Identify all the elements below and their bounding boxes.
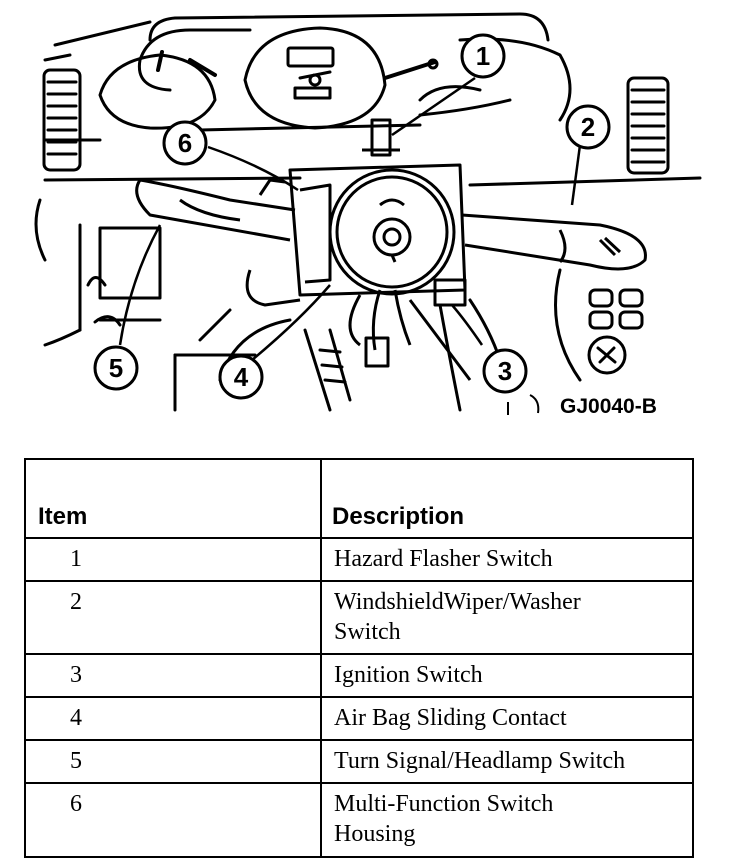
- table-row: 3 Ignition Switch: [24, 653, 694, 698]
- item-column-header: Item: [24, 458, 322, 539]
- figure-code: GJ0040-B: [560, 395, 657, 418]
- item-description: Hazard Flasher Switch: [320, 537, 694, 582]
- callout-markers: [93, 33, 611, 400]
- callout-label-3: 3: [498, 356, 512, 386]
- item-number: 2: [24, 580, 322, 655]
- item-number: 4: [24, 696, 322, 741]
- leader-3: [451, 304, 484, 346]
- item-description: Air Bag Sliding Contact: [320, 696, 694, 741]
- callout-circle-5: [93, 345, 139, 391]
- callout-circle-4: [218, 354, 264, 400]
- table-row: 2 WindshieldWiper/Washer Switch: [24, 580, 694, 655]
- callout-label-2: 2: [581, 112, 595, 142]
- item-description: WindshieldWiper/Washer Switch: [320, 580, 694, 655]
- callout-circle-6: [162, 120, 208, 166]
- callout-label-5: 5: [109, 353, 123, 383]
- leader-5: [118, 224, 162, 346]
- callout-label-1: 1: [476, 41, 490, 71]
- instrument-panel-linework: [34, 12, 702, 412]
- leader-6: [207, 145, 299, 192]
- callout-label-6: 6: [178, 128, 192, 158]
- item-description: Multi-Function Switch Housing: [320, 782, 694, 858]
- table-row: 4 Air Bag Sliding Contact: [24, 696, 694, 741]
- item-number: 5: [24, 739, 322, 784]
- table-row: 5 Turn Signal/Headlamp Switch: [24, 739, 694, 784]
- callout-labels: 1 2 3 4 5 6: [109, 41, 595, 392]
- callout-circle-3: [482, 348, 528, 394]
- steering-column-diagram: 1 2 3 4 5 6 GJ0040-B: [34, 12, 702, 418]
- item-description: Turn Signal/Headlamp Switch: [320, 739, 694, 784]
- leader-1: [391, 76, 476, 137]
- callout-circle-1: [460, 33, 506, 79]
- item-number: 3: [24, 653, 322, 698]
- multi-function-switch-assembly: [135, 118, 647, 381]
- leader-4: [251, 284, 331, 361]
- table-header-row: Item Description: [24, 458, 694, 539]
- callout-circle-2: [565, 104, 611, 150]
- table-row: 6 Multi-Function Switch Housing: [24, 782, 694, 858]
- parts-legend-table: Item Description 1 Hazard Flasher Switch…: [24, 458, 694, 858]
- leader-lines: [118, 76, 582, 361]
- item-number: 6: [24, 782, 322, 858]
- description-column-header: Description: [320, 458, 694, 539]
- leader-2: [570, 144, 582, 206]
- table-row: 1 Hazard Flasher Switch: [24, 537, 694, 582]
- callout-label-4: 4: [234, 362, 249, 392]
- figure-code-mark: [507, 394, 540, 415]
- item-number: 1: [24, 537, 322, 582]
- item-description: Ignition Switch: [320, 653, 694, 698]
